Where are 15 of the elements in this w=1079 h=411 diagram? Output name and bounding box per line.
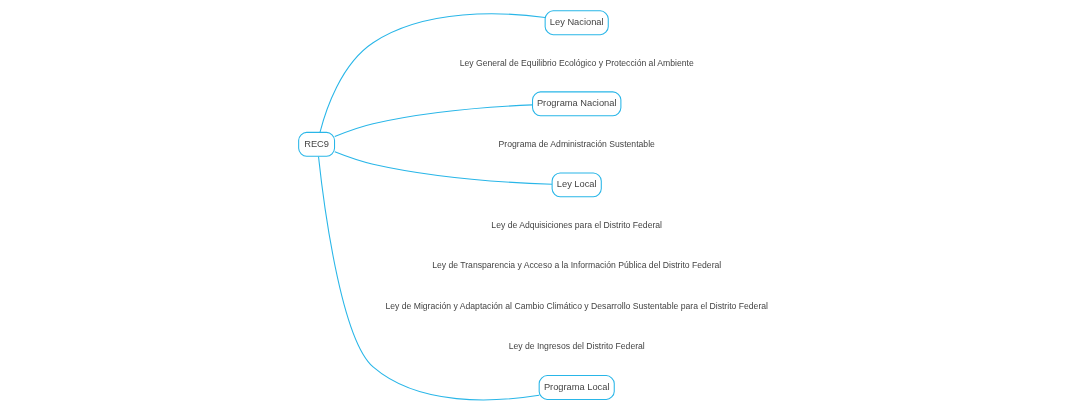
node-label: Ley de Ingresos del Distrito Federal (508, 341, 645, 352)
node-box: REC9 (298, 131, 336, 157)
connector (334, 151, 553, 185)
node-label: Ley de Transparencia y Acceso a la Información Pública del Distrito Federal (432, 260, 722, 271)
node-label: Ley de Migración y Adaptación al Cambio Climático y Desarrollo Sustentable para el Distrito Federal (385, 300, 768, 311)
connector (318, 156, 540, 401)
node-label: Programa de Administración Sustentable (498, 138, 655, 149)
node-box: Programa Local (538, 375, 615, 400)
node-box: Ley Nacional (544, 10, 609, 36)
node-label: Ley General de Equilibrio Ecológico y Protección al Ambiente (459, 57, 694, 68)
node-label: Ley de Adquisiciones para el Distrito Federal (491, 219, 663, 230)
connector (334, 104, 533, 138)
node-box: Ley Local (551, 172, 602, 198)
connector (319, 13, 546, 133)
node-box: Programa Nacional (532, 91, 622, 117)
